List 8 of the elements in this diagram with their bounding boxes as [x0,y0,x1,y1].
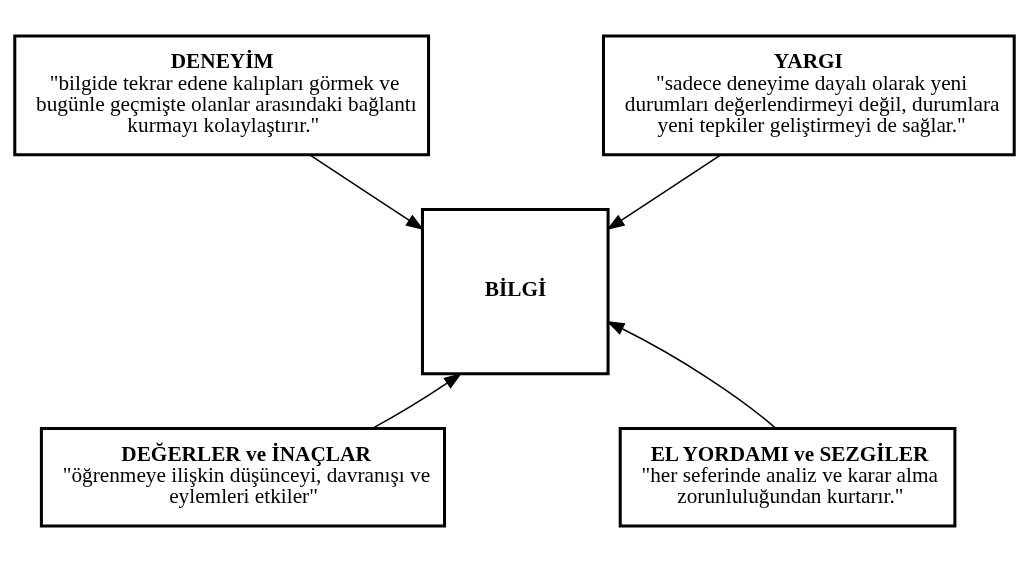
arrow [606,153,722,230]
node-box: EL YORDAMI ve SEZGİLER "her seferinde analiz ve karar alma zorunluluğundan kurtarır." [618,426,957,527]
node-box: DENEYİM "bilgide tekrar edene kalıpları görmek ve bugünle geçmişte olanlar arasındaki bağlantı kurmayı kolaylaştırır." [13,34,431,156]
arrow [371,372,462,429]
node-box: DEĞERLER ve İNAÇLAR "öğrenmeye ilişkin düşünceyi, davranışı ve eylemleri etkiler" [39,426,447,527]
arrow [606,320,777,429]
node-box: YARGI "sadece deneyime dayalı olarak yeni durumları değerlendirmeyi değil, durumlara yeni tepkiler geliştirmeyi de sağlar." [601,34,1016,156]
node-box: BİLGİ [420,207,610,375]
